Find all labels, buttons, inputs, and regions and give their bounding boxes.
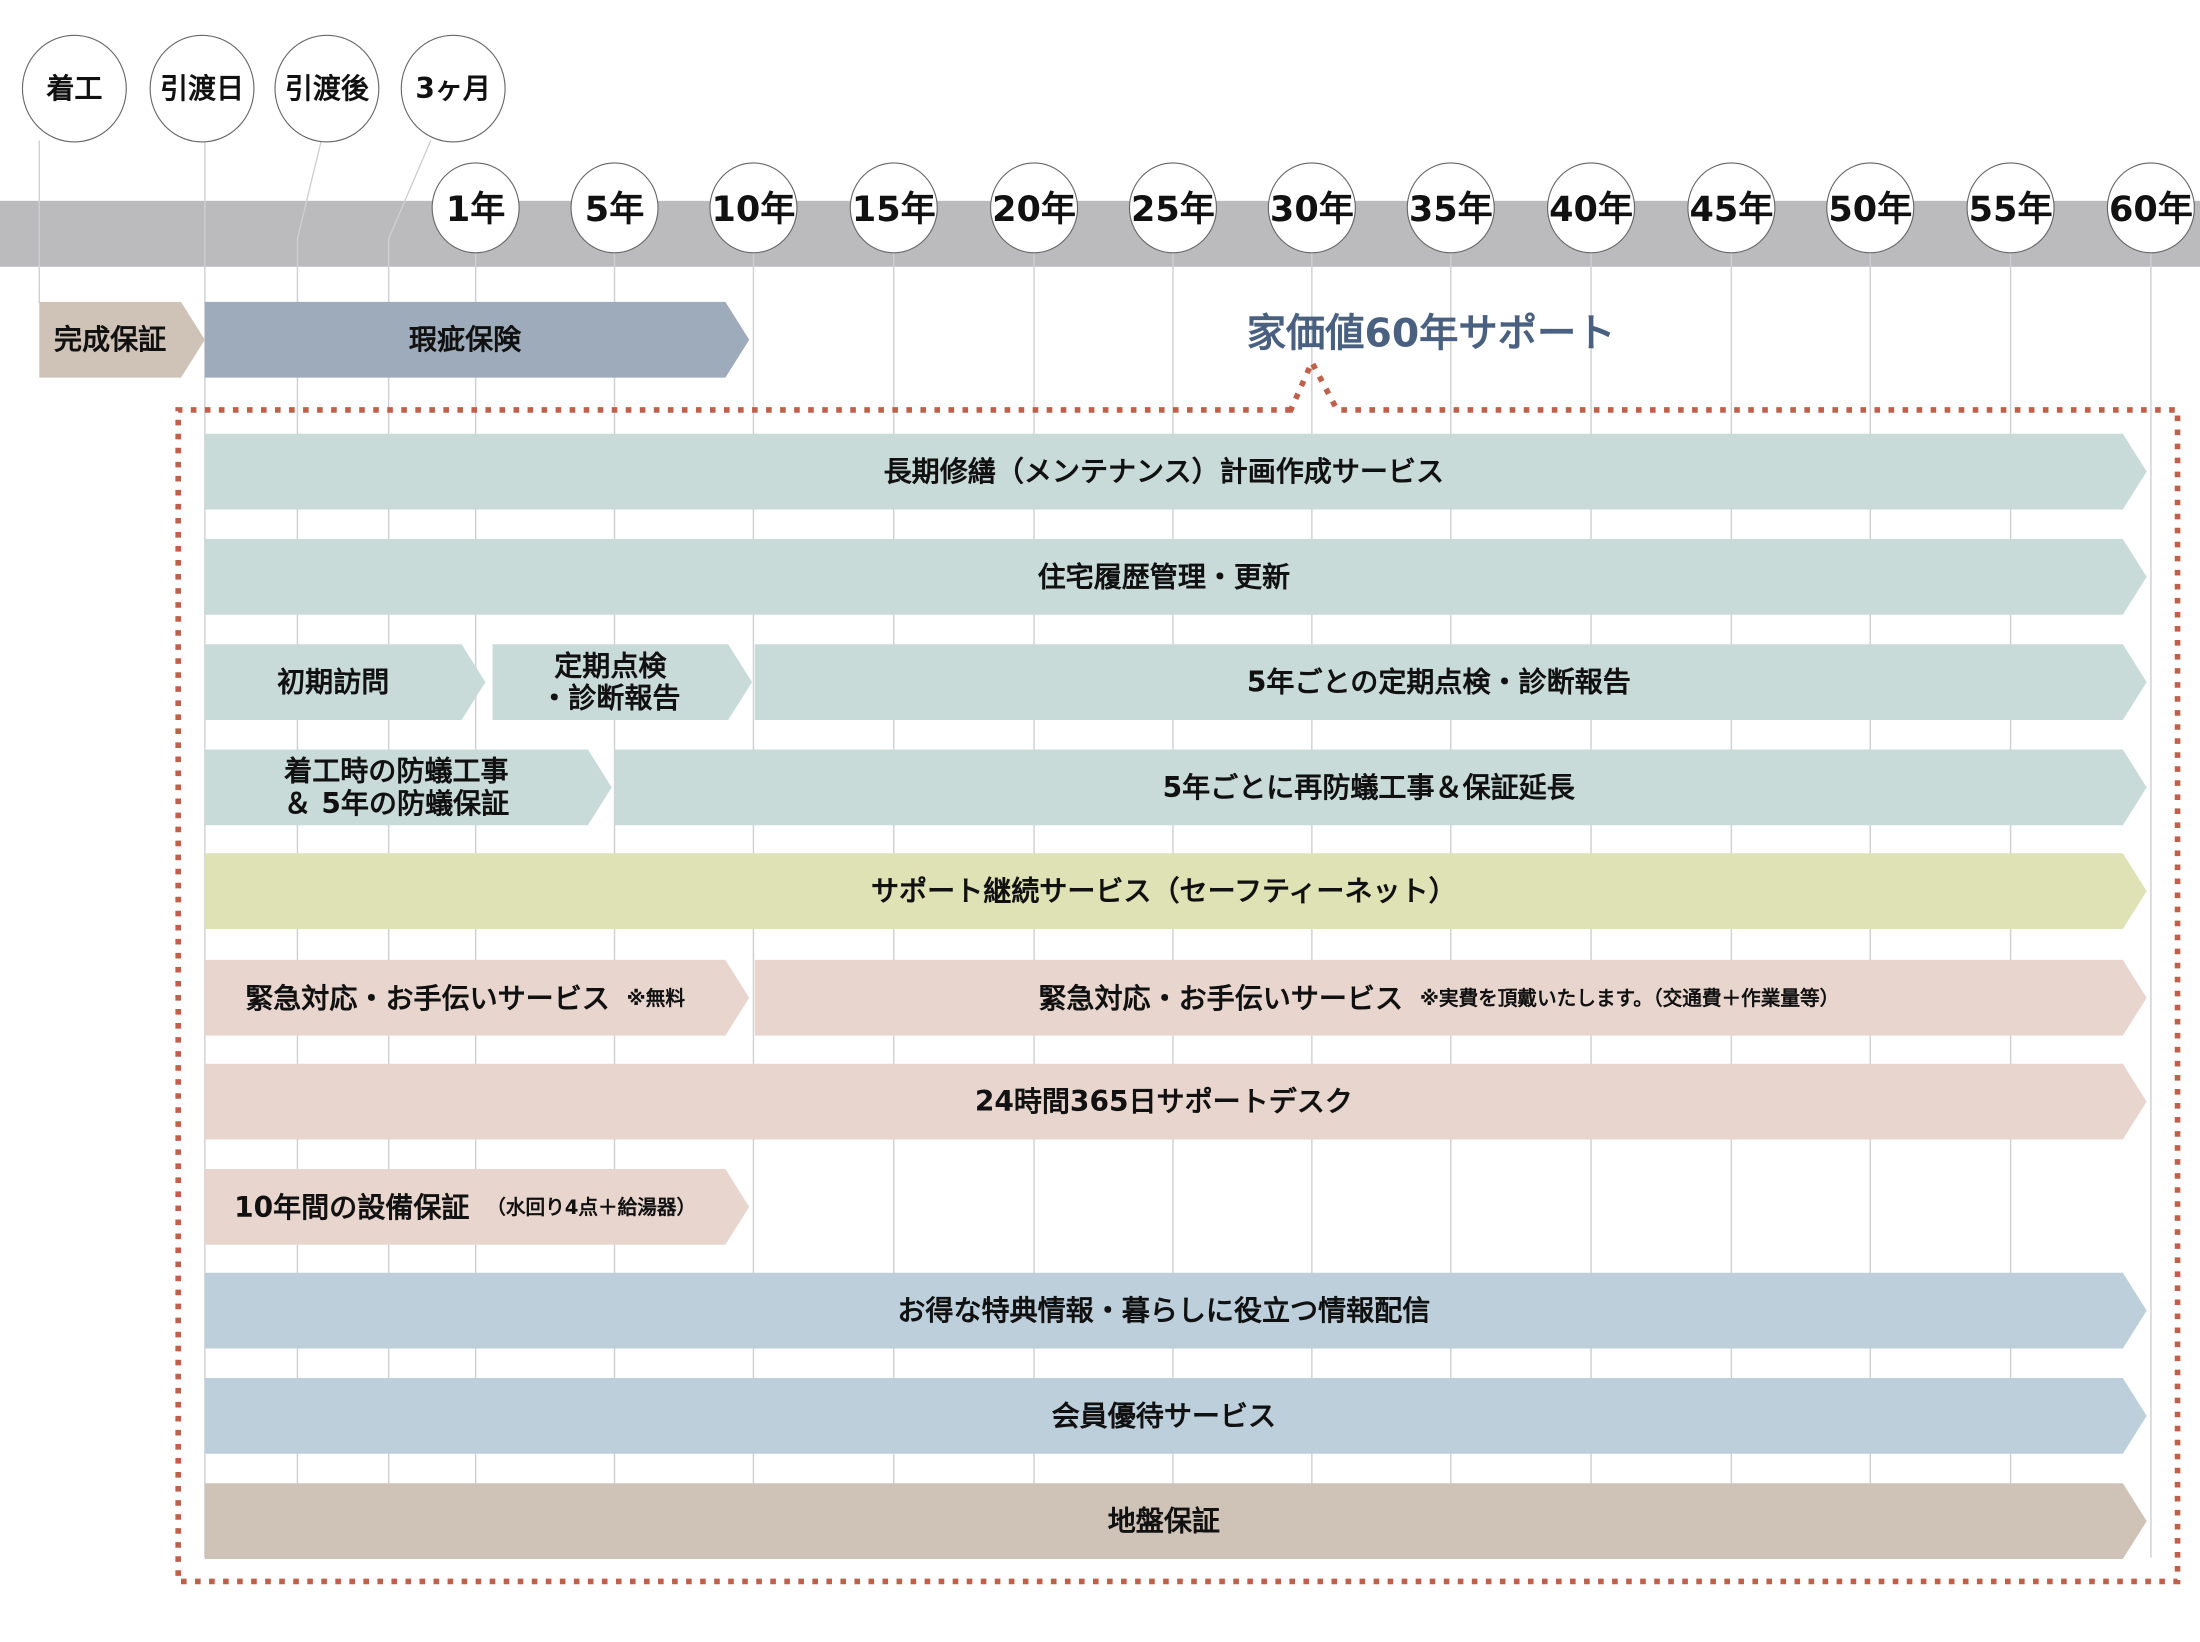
year-circle bbox=[849, 162, 938, 254]
year-label: 55年 bbox=[1969, 189, 2053, 230]
bar-label: 会員優待サービス bbox=[1052, 1399, 1276, 1432]
service-bar bbox=[204, 433, 2147, 510]
milestone-circle bbox=[274, 34, 380, 143]
bar-label: サポート継続サービス（セーフティーネット） bbox=[871, 875, 1457, 908]
year-circle bbox=[1826, 162, 1915, 254]
bar-label: 初期訪問 bbox=[277, 666, 389, 699]
support-frame-dotted bbox=[175, 355, 2181, 1585]
bar-label: 長期修繕（メンテナンス）計画作成サービス bbox=[884, 455, 1444, 488]
milestone-label: 着工 bbox=[45, 72, 102, 105]
year-label: 45年 bbox=[1689, 189, 1773, 230]
bar-label-line: 着工時の防蟻工事 bbox=[283, 755, 508, 788]
bar-label-line: 定期点検 bbox=[554, 649, 667, 682]
year-circle bbox=[1267, 162, 1356, 254]
bar-label-main: 緊急対応・お手伝いサービス bbox=[1038, 981, 1403, 1014]
year-label: 30年 bbox=[1270, 189, 1354, 230]
service-bar bbox=[614, 749, 2147, 826]
bar-label: 緊急対応・お手伝いサービス ※実費を頂戴いたします。（交通費＋作業量等） bbox=[1038, 981, 1839, 1014]
year-label: 5年 bbox=[585, 189, 644, 230]
bar-label: 住宅履歴管理・更新 bbox=[1038, 560, 1290, 593]
year-label: 50年 bbox=[1828, 189, 1912, 230]
bar-label: 24時間365日サポートデスク bbox=[975, 1085, 1353, 1118]
service-bar bbox=[204, 959, 750, 1036]
year-label: 20年 bbox=[992, 189, 1076, 230]
milestone-label: 引渡日 bbox=[160, 72, 244, 105]
milestone-circle bbox=[149, 34, 255, 143]
support-title: 家価値60年サポート bbox=[1247, 312, 1616, 357]
year-circle bbox=[570, 162, 659, 254]
year-circle bbox=[989, 162, 1079, 254]
year-label: 25年 bbox=[1131, 189, 1215, 230]
year-circle bbox=[1406, 162, 1495, 254]
service-bar bbox=[754, 959, 2147, 1036]
year-label: 40年 bbox=[1549, 189, 1633, 230]
service-bar bbox=[204, 1168, 750, 1245]
bar-label: 地盤保証 bbox=[1108, 1505, 1220, 1538]
service-bar bbox=[204, 749, 612, 826]
year-circle bbox=[2106, 162, 2195, 254]
service-bar bbox=[204, 1063, 2147, 1140]
year-circle bbox=[1547, 162, 1636, 254]
service-bar bbox=[204, 1378, 2147, 1454]
bar-label-main: 緊急対応・お手伝いサービス bbox=[245, 981, 610, 1014]
year-label: 15年 bbox=[852, 189, 936, 230]
milestone-label: 引渡後 bbox=[285, 72, 370, 105]
bar-label-main: 10年間の設備保証 bbox=[234, 1190, 469, 1223]
bar-label-note: （水回り4点＋給湯器） bbox=[486, 1195, 696, 1218]
service-bar bbox=[204, 644, 486, 720]
milestone-circle bbox=[21, 34, 127, 143]
bar-label: 5年ごとに再防蟻工事＆保証延長 bbox=[1163, 771, 1576, 804]
service-bar bbox=[204, 1272, 2147, 1349]
bar-label: 10年間の設備保証 （水回り4点＋給湯器） bbox=[234, 1190, 696, 1223]
year-label: 60年 bbox=[2109, 189, 2193, 230]
pre-bar bbox=[39, 301, 205, 378]
year-circle bbox=[709, 162, 798, 254]
bar-label: 緊急対応・お手伝いサービス ※無料 bbox=[245, 981, 685, 1014]
year-label: 1年 bbox=[446, 189, 505, 230]
bar-label-line: ・診断報告 bbox=[540, 682, 680, 715]
bar-label: お得な特典情報・暮らしに役立つ情報配信 bbox=[897, 1294, 1430, 1327]
service-bar bbox=[204, 538, 2147, 615]
milestone-label: 3ヶ月 bbox=[415, 72, 491, 105]
year-circle bbox=[1128, 162, 1218, 254]
bar-label: 5年ごとの定期点検・診断報告 bbox=[1247, 666, 1631, 699]
year-label: 35年 bbox=[1409, 189, 1493, 230]
bar-label: 完成保証 bbox=[54, 323, 166, 356]
bar-label-note: ※実費を頂戴いたします。（交通費＋作業量等） bbox=[1420, 986, 1839, 1009]
service-bar bbox=[754, 644, 2147, 720]
year-label: 10年 bbox=[712, 189, 796, 230]
service-bar bbox=[204, 1483, 2147, 1560]
bar-label: 瑕疵保険 bbox=[409, 323, 522, 356]
service-bar bbox=[204, 853, 2147, 930]
year-circle bbox=[431, 162, 520, 254]
bar-label-line: ＆ 5年の防蟻保証 bbox=[284, 787, 510, 820]
service-bar bbox=[492, 644, 753, 720]
year-circle bbox=[1966, 162, 2055, 254]
year-circle bbox=[1687, 162, 1776, 254]
bar-label-note: ※無料 bbox=[627, 986, 686, 1009]
milestone-circle bbox=[400, 34, 506, 143]
pre-bar bbox=[204, 301, 750, 378]
